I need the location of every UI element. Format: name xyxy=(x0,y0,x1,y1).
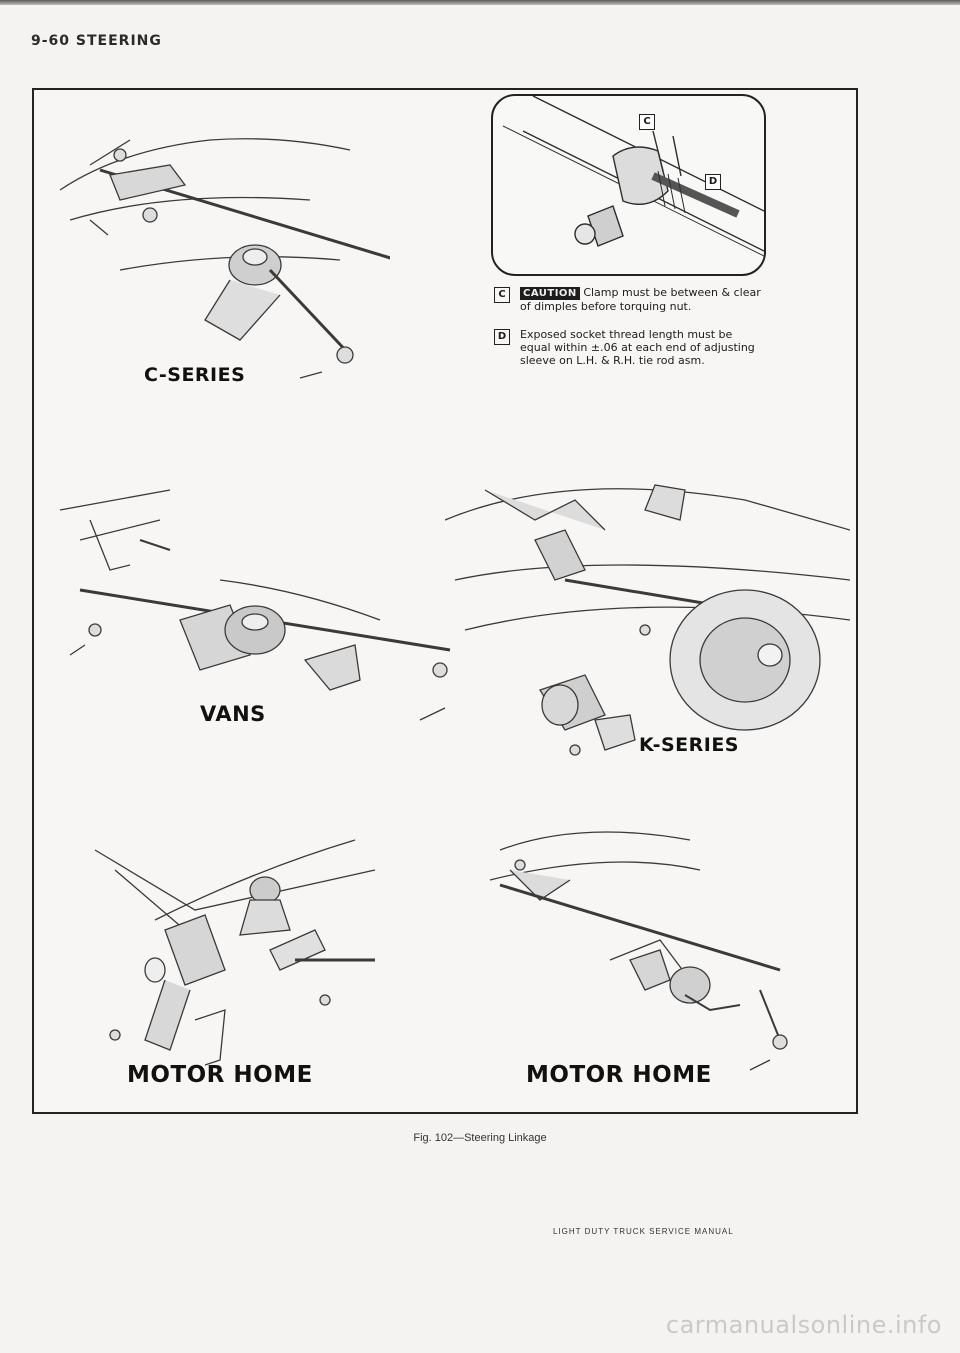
top-rule xyxy=(0,0,960,5)
detail-callout-c: C xyxy=(639,114,655,130)
note-c-tag: C xyxy=(494,287,510,303)
caution-badge: CAUTION xyxy=(520,287,580,300)
watermark: carmanualsonline.info xyxy=(665,1311,942,1339)
detail-callout-d: D xyxy=(705,174,721,190)
k-series-label: K-SERIES xyxy=(639,734,739,756)
note-d-line1: Exposed socket thread length must be xyxy=(520,328,733,341)
note-c-text: CAUTION Clamp must be between & clear of… xyxy=(520,286,761,313)
motor-home-left-label: MOTOR HOME xyxy=(127,1062,313,1088)
note-d-text: Exposed socket thread length must be equ… xyxy=(520,328,755,367)
note-c: C CAUTION Clamp must be between & clear … xyxy=(494,286,794,316)
c-series-illustration: C-SERIES xyxy=(50,110,390,410)
page-header: 9-60 STEERING xyxy=(31,33,162,49)
note-d: D Exposed socket thread length must be e… xyxy=(494,328,814,372)
vans-illustration: VANS xyxy=(50,480,470,750)
motor-home-right-label: MOTOR HOME xyxy=(526,1062,712,1088)
clamp-detail-inset: C D xyxy=(491,94,766,276)
motor-home-left-illustration: MOTOR HOME xyxy=(55,810,435,1100)
vans-label: VANS xyxy=(200,702,266,726)
c-series-label: C-SERIES xyxy=(144,364,246,386)
note-d-line3: sleeve on L.H. & R.H. tie rod asm. xyxy=(520,354,705,367)
figure-caption: Fig. 102—Steering Linkage xyxy=(413,1132,547,1144)
k-series-illustration: K-SERIES xyxy=(445,460,850,800)
note-c-line1: Clamp must be between & clear xyxy=(583,286,761,299)
note-c-line2: of dimples before torquing nut. xyxy=(520,300,692,313)
motor-home-right-illustration: MOTOR HOME xyxy=(460,810,850,1100)
manual-footer: LIGHT DUTY TRUCK SERVICE MANUAL xyxy=(553,1227,734,1236)
note-d-line2: equal within ±.06 at each end of adjusti… xyxy=(520,341,755,354)
note-d-tag: D xyxy=(494,329,510,345)
